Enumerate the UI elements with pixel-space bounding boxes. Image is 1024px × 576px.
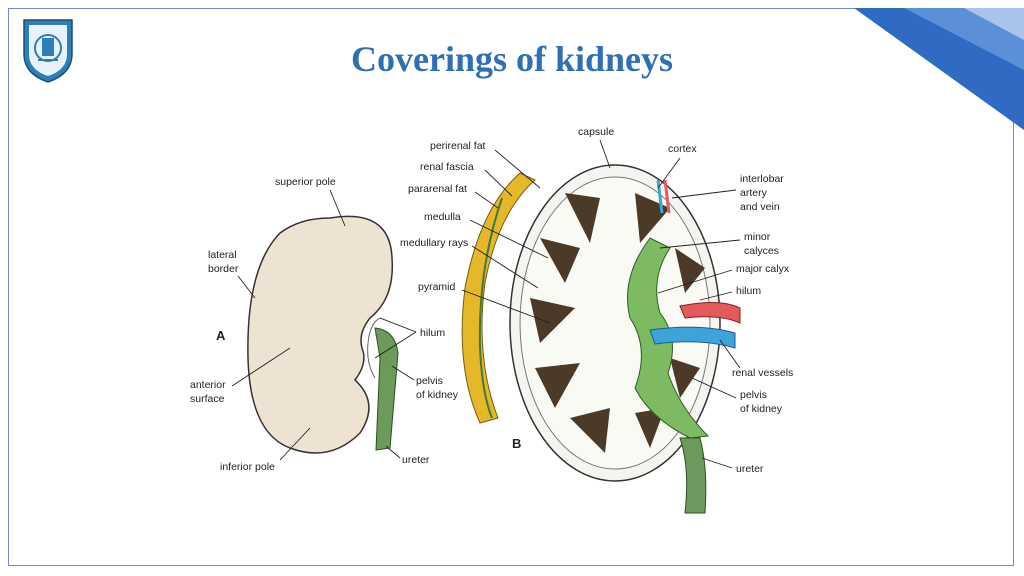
- label-minor-calyces-2: calyces: [744, 245, 779, 257]
- label-anterior-surface-1: anterior: [190, 379, 226, 391]
- label-anterior-surface-2: surface: [190, 393, 225, 405]
- label-pelvis-b-1: pelvis: [740, 389, 767, 401]
- corner-decoration: [854, 8, 1024, 130]
- kidney-coverings-diagram: A superior pole lateral border anterior …: [190, 126, 793, 514]
- label-pelvis-b-2: of kidney: [740, 403, 783, 415]
- label-renal-fascia: renal fascia: [420, 161, 474, 173]
- label-minor-calyces-1: minor: [744, 231, 771, 243]
- label-hilum-b: hilum: [736, 285, 761, 297]
- label-lateral-border-2: border: [208, 263, 239, 275]
- label-interlobar-1: interlobar: [740, 173, 784, 185]
- label-pelvis-a-2: of kidney: [416, 389, 459, 401]
- label-superior-pole: superior pole: [275, 176, 336, 188]
- page-title: Coverings of kidneys: [350, 39, 674, 79]
- label-medulla: medulla: [424, 211, 461, 223]
- label-lateral-border-1: lateral: [208, 249, 237, 261]
- label-ureter-b: ureter: [736, 463, 764, 475]
- label-medullary-rays: medullary rays: [400, 237, 468, 249]
- panel-b-kidney-section: [461, 164, 741, 514]
- label-pelvis-a-1: pelvis: [416, 375, 443, 387]
- label-major-calyx: major calyx: [736, 263, 790, 275]
- label-interlobar-2: artery: [740, 187, 768, 199]
- label-cortex: cortex: [668, 143, 697, 155]
- label-pyramid: pyramid: [418, 281, 456, 293]
- panel-a-letter: A: [216, 328, 226, 343]
- label-inferior-pole: inferior pole: [220, 461, 275, 473]
- label-capsule: capsule: [578, 126, 614, 138]
- label-ureter-a: ureter: [402, 454, 430, 466]
- label-hilum-a: hilum: [420, 327, 445, 339]
- label-perirenal-fat: perirenal fat: [430, 140, 486, 152]
- panel-b-letter: B: [512, 436, 521, 451]
- slide-frame: [8, 8, 1014, 566]
- label-pararenal-fat: pararenal fat: [408, 183, 467, 195]
- label-renal-vessels: renal vessels: [732, 367, 793, 379]
- label-interlobar-3: and vein: [740, 201, 780, 213]
- panel-a-kidney: [247, 215, 399, 454]
- university-seal-icon: [23, 19, 73, 83]
